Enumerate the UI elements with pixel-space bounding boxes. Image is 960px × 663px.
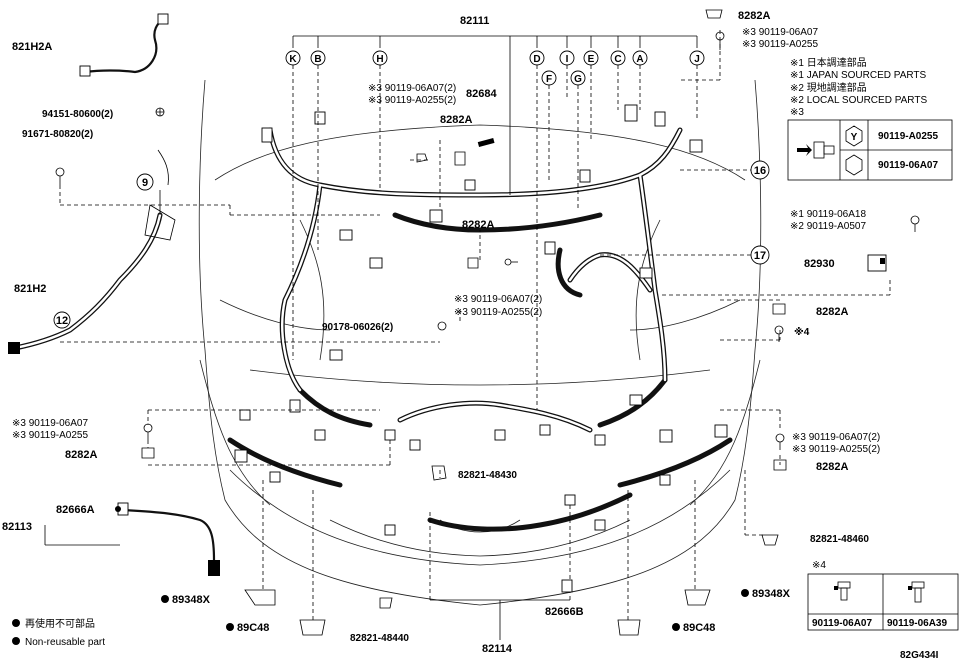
letter-callouts: K B H D F I G E C A J (285, 50, 705, 86)
callout-16: 16 (754, 165, 766, 177)
number-callouts: 9 12 16 17 (53, 160, 770, 329)
note-right-A0507: ※2 90119-A0507 (790, 221, 866, 232)
note-upper-A0255-2: ※3 90119-A0255(2) (368, 95, 456, 106)
legend-part-a0255: 90119-A0255 (878, 131, 938, 142)
label-821H2: 821H2 (14, 283, 46, 295)
legend-part-06a07: 90119-06A07 (878, 160, 938, 171)
label-91671: 91671-80820(2) (22, 129, 93, 140)
sub-harness-821H2 (8, 13, 176, 354)
label-8282A-right1: 8282A (816, 306, 848, 318)
legend-line5: ※3 (790, 107, 804, 118)
legend-symbol-y: Y (851, 132, 858, 143)
note-left-A0255: ※3 90119-A0255 (12, 430, 88, 441)
table-x4-col1: 90119-06A07 (812, 618, 872, 629)
vehicle-outline (198, 79, 762, 606)
letter-H: H (376, 54, 383, 65)
note-top-A0255: ※3 90119-A0255 (742, 39, 818, 50)
label-82821-48460: 82821-48460 (810, 534, 869, 545)
letter-C: C (614, 54, 621, 65)
table-x4: ※4 90119-06A07 90119-06A39 (807, 560, 959, 631)
label-8282A-center: 8282A (440, 114, 472, 126)
letter-K: K (289, 54, 297, 65)
letter-I: I (566, 54, 569, 65)
label-82111: 82111 (460, 15, 489, 27)
note-upper-06A07-2: ※3 90119-06A07(2) (368, 83, 456, 94)
footnote-en: Non-reusable part (25, 637, 105, 648)
mark-notes: ※3 90119-06A07 ※3 90119-A0255 ※3 90119-0… (12, 27, 880, 455)
label-89348X-right: 89348X (752, 588, 791, 600)
label-8282A-right2: 8282A (816, 461, 848, 473)
label-8282A-mid: 8282A (462, 219, 494, 231)
note-mid-A0255-2: ※3 90119-A0255(2) (454, 307, 542, 318)
label-82114: 82114 (482, 643, 513, 655)
legend-line1: ※1 日本調達部品 (790, 56, 867, 69)
note-right-06A07-2: ※3 90119-06A07(2) (792, 432, 880, 443)
label-82821-48430: 82821-48430 (458, 470, 517, 481)
note-left-06A07: ※3 90119-06A07 (12, 418, 88, 429)
label-94151: 94151-80600(2) (42, 109, 113, 120)
callout-12: 12 (56, 315, 68, 327)
letter-B: B (314, 54, 321, 65)
letter-J: J (694, 54, 700, 65)
label-82666A: 82666A (56, 504, 95, 516)
label-89C48-left: 89C48 (237, 622, 269, 634)
note-mid-06A07-2: ※3 90119-06A07(2) (454, 294, 542, 305)
drawing-code: 82G434I (900, 650, 939, 661)
table-x4-title: ※4 (812, 560, 826, 571)
legend: ※1 日本調達部品 ※1 JAPAN SOURCED PARTS ※2 現地調達… (787, 56, 953, 181)
legend-line3: ※2 現地調達部品 (790, 81, 867, 94)
label-82113: 82113 (2, 521, 32, 533)
label-8282A-top: 8282A (738, 10, 770, 22)
label-82684: 82684 (466, 88, 497, 100)
note-top-06A07: ※3 90119-06A07 (742, 27, 818, 38)
letter-E: E (588, 54, 595, 65)
label-82930: 82930 (804, 258, 835, 270)
letter-D: D (533, 54, 540, 65)
hex-y-icon (845, 125, 863, 147)
fastener-icons (12, 9, 920, 645)
callout-9: 9 (142, 177, 148, 189)
table-x4-col2: 90119-06A39 (887, 618, 947, 629)
legend-line2: ※1 JAPAN SOURCED PARTS (790, 70, 927, 81)
leader-lines (44, 30, 891, 640)
hex-icon (845, 154, 863, 176)
note-right-A0255-2: ※3 90119-A0255(2) (792, 444, 880, 455)
label-82666B: 82666B (545, 606, 584, 618)
legend-table: Y 90119-A0255 90119-06A07 (787, 119, 953, 181)
label-89C48-right: 89C48 (683, 622, 715, 634)
main-harness-82111 (227, 104, 733, 536)
label-82821-48440: 82821-48440 (350, 633, 409, 644)
note-right-06A18: ※1 90119-06A18 (790, 209, 866, 220)
part-labels: 82111 821H2A 94151-80600(2) 91671-80820(… (2, 10, 939, 661)
callout-17: 17 (754, 250, 766, 262)
label-89348X-left: 89348X (172, 594, 211, 606)
letter-A: A (636, 54, 643, 65)
label-8282A-left: 8282A (65, 449, 97, 461)
legend-line4: ※2 LOCAL SOURCED PARTS (790, 95, 927, 106)
footnote: 再使用不可部品 Non-reusable part (25, 617, 105, 648)
label-90178: 90178-06026(2) (322, 322, 393, 333)
letter-F: F (546, 74, 552, 85)
label-821H2A: 821H2A (12, 41, 52, 53)
footnote-jp: 再使用不可部品 (25, 617, 95, 630)
label-x4-right: ※4 (794, 326, 810, 338)
letter-G: G (574, 74, 582, 85)
